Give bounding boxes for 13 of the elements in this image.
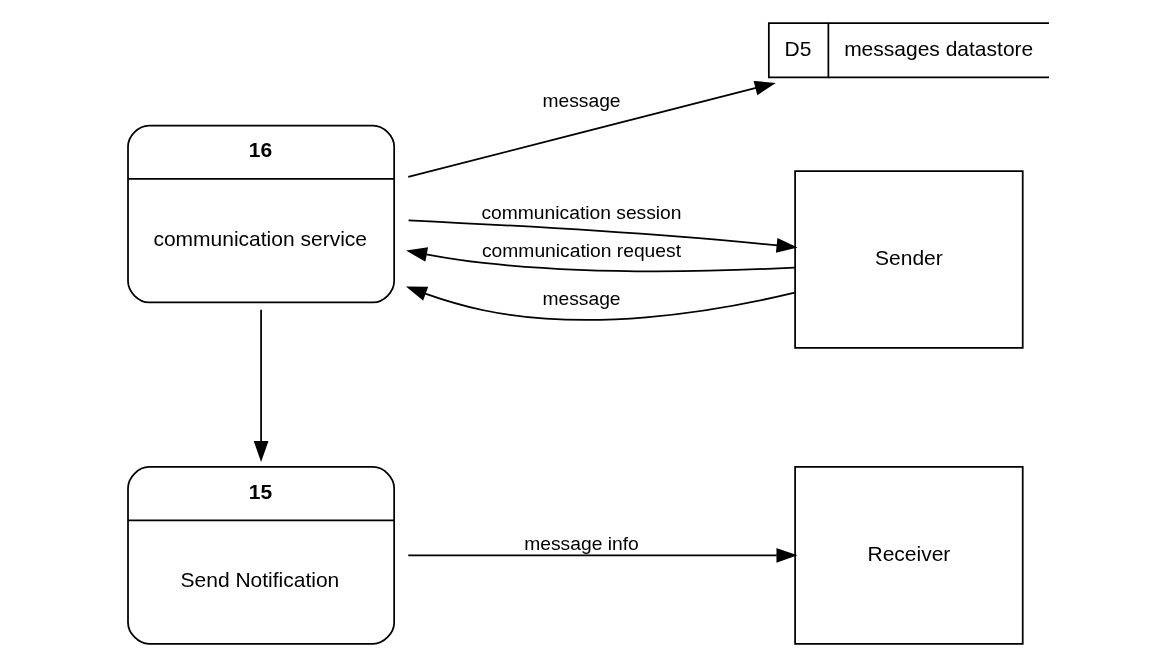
node-box: Receiver <box>793 466 1024 645</box>
edge-label: message info <box>523 532 639 554</box>
arrow <box>253 308 268 462</box>
arrow <box>405 247 796 273</box>
edge-label: communication request <box>481 240 681 262</box>
edge-label: communication session <box>480 201 682 223</box>
arrow <box>406 548 797 563</box>
edge-label: message <box>541 89 621 111</box>
arrow <box>406 80 776 178</box>
edge-label: message <box>541 287 621 309</box>
arrow <box>405 286 796 321</box>
arrow <box>407 219 798 253</box>
node-box: Sender <box>793 170 1024 349</box>
